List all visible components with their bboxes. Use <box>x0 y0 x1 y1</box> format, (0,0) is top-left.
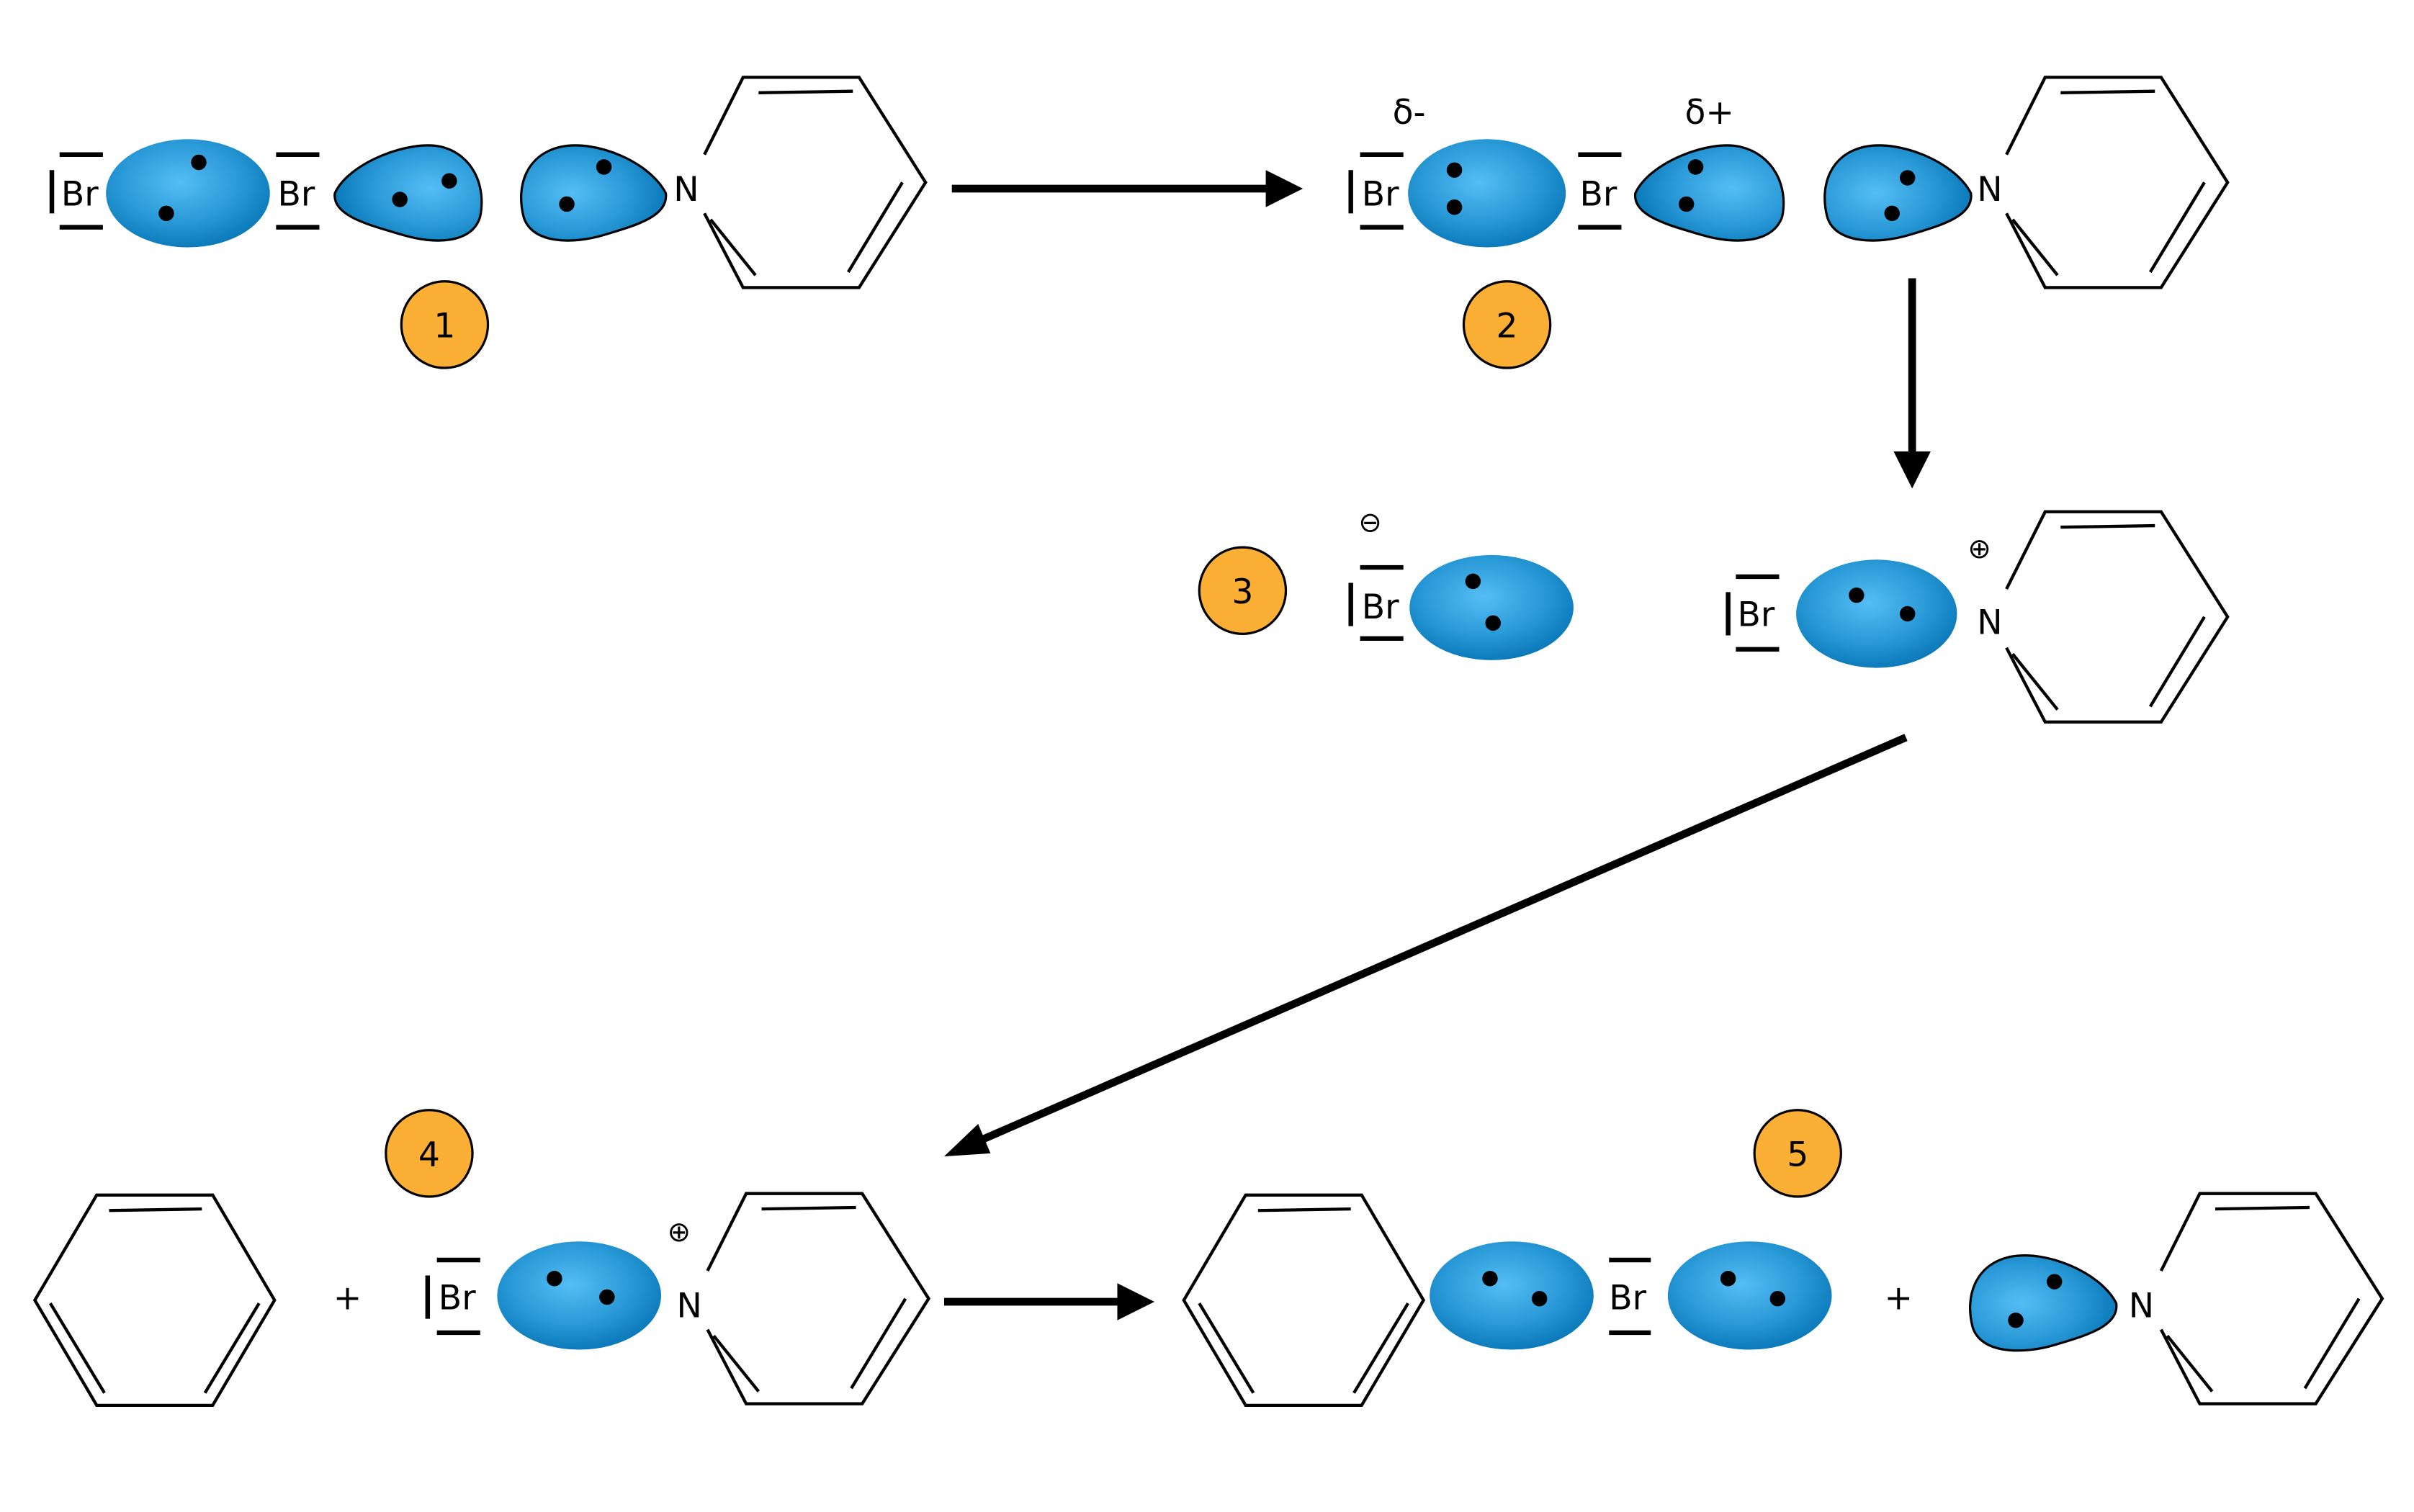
benzene-ring <box>1184 1195 1424 1405</box>
lone-pair-orbital <box>1409 554 1574 660</box>
step-badge-5: 5 <box>1753 1109 1842 1198</box>
step-badge-circle <box>385 1109 474 1198</box>
step-2-polarized-complex: δ- δ+ Br Br N <box>1348 77 2227 287</box>
reaction-arrow-2 <box>1893 278 1931 489</box>
electron-dot <box>392 192 408 207</box>
bromine-label: Br <box>61 175 99 215</box>
step-number: 4 <box>418 1135 440 1174</box>
positive-charge: ⊕ <box>668 1216 691 1248</box>
electron-dot <box>2008 1313 2024 1328</box>
electron-dot <box>1899 606 1916 622</box>
n-bromopyridinium: Br ⊕ N <box>1726 512 2228 722</box>
reaction-arrow-3 <box>943 734 1908 1157</box>
lone-pair-orbital <box>1667 1241 1832 1350</box>
electron-dot <box>1465 573 1481 590</box>
positive-charge: ⊕ <box>1967 533 1991 565</box>
nitrogen-label: N <box>676 1286 701 1326</box>
sigma-bond-orbital <box>1408 139 1566 248</box>
electron-dot <box>1849 587 1865 603</box>
step-badge-4: 4 <box>385 1109 474 1198</box>
sigma-bond-orbital <box>497 1241 662 1350</box>
step-number: 3 <box>1231 572 1253 612</box>
nitrogen-lone-pair-orbital <box>520 144 668 242</box>
bromine-label: Br <box>278 175 315 215</box>
pyridine-ring <box>2006 77 2227 287</box>
sigma-bond-orbital <box>106 139 270 248</box>
pyridine-ring <box>2161 1194 2382 1404</box>
step-badge-2: 2 <box>1462 280 1552 369</box>
step-badge-circle <box>400 280 490 369</box>
pyridine-ring <box>707 1194 928 1404</box>
plus-sign: + <box>1884 1279 1913 1318</box>
nitrogen-lone-pair-orbital <box>1969 1254 2118 1352</box>
step-number: 5 <box>1787 1135 1808 1174</box>
reaction-arrow-1 <box>951 170 1304 207</box>
antibonding-orbital <box>1634 144 1785 242</box>
electron-dot <box>547 1271 562 1287</box>
bromine-label: Br <box>439 1279 476 1318</box>
bromine-label: Br <box>1609 1279 1646 1318</box>
electron-dot <box>559 196 575 212</box>
step-5-products: Br + N <box>1184 1194 2382 1405</box>
electron-dot <box>1531 1290 1548 1307</box>
reaction-arrow-4 <box>943 1283 1154 1320</box>
partial-negative-charge: δ- <box>1393 93 1426 132</box>
bromine-label: Br <box>1362 175 1399 215</box>
step-1-reactants: Br Br N <box>49 77 925 287</box>
step-number: 2 <box>1497 307 1518 346</box>
step-badge-circle <box>1198 546 1288 635</box>
antibonding-orbital <box>333 144 483 242</box>
electron-dot <box>2046 1274 2063 1290</box>
nitrogen-label: N <box>2129 1286 2154 1326</box>
nitrogen-label: N <box>1977 170 2002 210</box>
electron-dot <box>441 173 457 189</box>
partial-positive-charge: δ+ <box>1684 93 1733 132</box>
bromine-label: Br <box>1738 595 1775 635</box>
electron-dot <box>1446 162 1463 178</box>
step-badge-3: 3 <box>1198 546 1288 635</box>
electron-dot <box>1769 1290 1786 1307</box>
electron-dot <box>599 1289 615 1305</box>
electron-dot <box>1687 159 1704 175</box>
carbon-bromine-bond-orbital <box>1430 1241 1594 1350</box>
electron-dot <box>1678 196 1695 212</box>
electron-dot <box>1446 199 1463 215</box>
step-badge-1: 1 <box>400 280 490 369</box>
electron-dot <box>596 159 612 175</box>
electron-dot <box>1485 615 1501 631</box>
nitrogen-label: N <box>1977 603 2002 642</box>
electron-dot <box>1720 1271 1736 1287</box>
bromide-anion: ⊖ Br <box>1348 507 1574 660</box>
electron-dot <box>158 205 174 222</box>
sigma-bond-orbital <box>1796 559 1957 668</box>
nitrogen-label: N <box>673 170 699 210</box>
pyridine-ring <box>704 77 925 287</box>
bromine-label: Br <box>1362 588 1399 627</box>
benzene-ring <box>35 1195 274 1405</box>
negative-charge: ⊖ <box>1358 507 1381 539</box>
bromine-label: Br <box>1579 175 1617 215</box>
electron-dot <box>1899 170 1916 186</box>
electron-dot <box>1884 205 1900 222</box>
step-badge-circle <box>1462 280 1552 369</box>
plus-sign: + <box>333 1279 362 1318</box>
step-number: 1 <box>434 307 455 346</box>
step-badge-circle <box>1753 1109 1842 1198</box>
pyridine-ring <box>2006 512 2227 722</box>
electron-dot <box>191 154 207 171</box>
step-4-reactants: + Br ⊕ N <box>35 1194 928 1405</box>
nitrogen-lone-pair-orbital <box>1823 144 1973 242</box>
electron-dot <box>1482 1271 1498 1287</box>
